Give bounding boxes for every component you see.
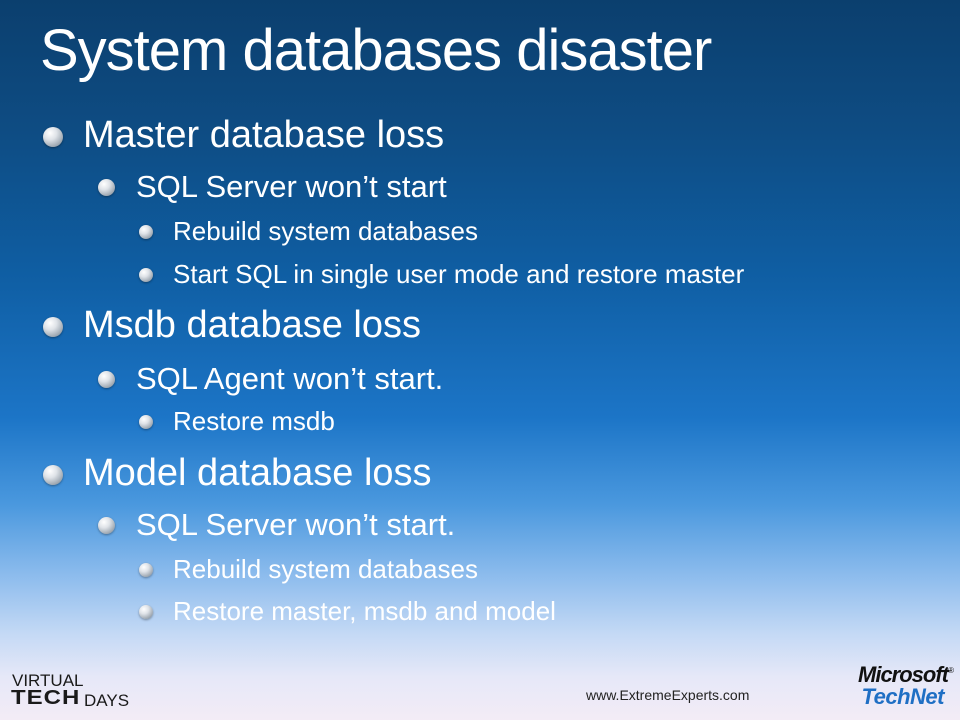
bullet-level3: Rebuild system databases — [139, 554, 478, 584]
bullet-sphere-icon — [139, 605, 153, 619]
technet-wordmark: TechNet — [861, 684, 945, 709]
bullet-text: Start SQL in single user mode and restor… — [173, 259, 745, 289]
bullet-sphere-icon — [139, 268, 153, 282]
bullet-sphere-icon — [139, 415, 153, 429]
bullet-level2: SQL Server won’t start — [98, 169, 447, 204]
bullet-level1-master: Master database loss — [43, 114, 445, 156]
bullet-level1-msdb: Msdb database loss — [43, 304, 421, 346]
bullet-level3: Rebuild system databases — [139, 216, 478, 246]
bullet-sphere-icon — [43, 465, 63, 485]
bullet-sphere-icon — [98, 371, 115, 388]
registered-mark: ® — [948, 666, 954, 675]
logo-tech-text: TECH — [11, 686, 81, 710]
bullet-text: SQL Server won’t start. — [136, 507, 456, 542]
slide-title: System databases disaster — [40, 18, 712, 83]
bullet-text: Restore msdb — [173, 406, 335, 436]
microsoft-wordmark: Microsoft — [858, 662, 949, 687]
bullet-sphere-icon — [98, 179, 115, 196]
bullet-level2: SQL Server won’t start. — [98, 507, 456, 542]
bullet-sphere-icon — [43, 127, 63, 147]
bullet-sphere-icon — [43, 317, 63, 337]
footer-url: www.ExtremeExperts.com — [586, 687, 750, 703]
bullet-level3: Restore msdb — [139, 406, 335, 436]
virtual-techdays-logo: VIRTUAL TECH DAYS — [11, 671, 142, 714]
bullet-sphere-icon — [139, 563, 153, 577]
logo-virtual-text: VIRTUAL — [12, 671, 84, 690]
bullet-sphere-icon — [98, 517, 115, 534]
logo-days-text: DAYS — [84, 691, 130, 710]
bullet-text: SQL Agent won’t start. — [136, 361, 444, 396]
bullet-text: Master database loss — [83, 114, 445, 156]
bullet-level3: Restore master, msdb and model — [139, 596, 556, 626]
bullet-level2: SQL Agent won’t start. — [98, 361, 444, 396]
bullet-text: SQL Server won’t start — [136, 169, 447, 204]
bullet-text: Restore master, msdb and model — [173, 596, 556, 626]
bullet-text: Model database loss — [83, 452, 432, 494]
bullet-level3: Start SQL in single user mode and restor… — [139, 259, 745, 289]
bullet-sphere-icon — [139, 225, 153, 239]
bullet-level1-model: Model database loss — [43, 452, 432, 494]
bullet-text: Rebuild system databases — [173, 554, 478, 584]
bullet-text: Msdb database loss — [83, 304, 421, 346]
bullet-text: Rebuild system databases — [173, 216, 478, 246]
microsoft-technet-logo: Microsoft ® TechNet — [836, 664, 954, 714]
